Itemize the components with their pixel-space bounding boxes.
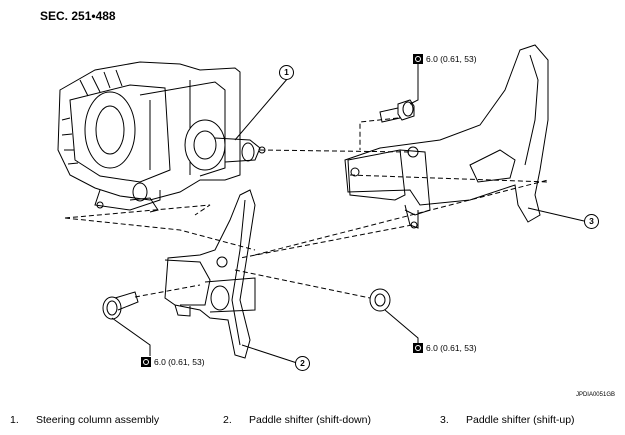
callout-1: 1	[279, 65, 294, 80]
section-title: SEC. 251•488	[40, 9, 116, 23]
callout-2: 2	[295, 356, 310, 371]
legend-item-3: 3. Paddle shifter (shift-up)	[440, 414, 575, 426]
bolt-bottom-left	[102, 291, 139, 320]
nut-bottom-right	[369, 288, 391, 312]
torque-wrench-icon	[413, 54, 423, 64]
legend-number: 2.	[223, 414, 232, 426]
torque-wrench-icon	[141, 357, 151, 367]
torque-spec-bottom-left: 6.0 (0.61, 53)	[141, 357, 205, 367]
torque-value-bottom-right: 6.0 (0.61, 53)	[426, 343, 477, 353]
legend-item-1: 1. Steering column assembly	[10, 414, 159, 426]
legend-number: 1.	[10, 414, 19, 426]
torque-value-bottom-left: 6.0 (0.61, 53)	[154, 357, 205, 367]
steering-column-assembly	[57, 61, 266, 213]
legend-label: Paddle shifter (shift-up)	[466, 414, 575, 426]
paddle-shifter-shift-up	[344, 44, 549, 229]
figure-code: JPDIA0051GB	[575, 392, 615, 398]
assembly-lines	[64, 117, 549, 299]
torque-wrench-icon	[413, 343, 423, 353]
callout-3: 3	[584, 214, 599, 229]
torque-spec-top: 6.0 (0.61, 53)	[413, 54, 477, 64]
legend-label: Steering column assembly	[36, 414, 160, 426]
paddle-shifter-shift-down	[164, 189, 256, 359]
leader-lines	[111, 60, 585, 364]
bolt-top	[379, 99, 415, 123]
legend-item-2: 2. Paddle shifter (shift-down)	[223, 414, 371, 426]
legend-label: Paddle shifter (shift-down)	[249, 414, 371, 426]
parts-legend: 1. Steering column assembly 2. Paddle shif…	[0, 414, 625, 430]
torque-value-top: 6.0 (0.61, 53)	[426, 54, 477, 64]
exploded-view-drawing	[57, 44, 585, 364]
torque-spec-bottom-right: 6.0 (0.61, 53)	[413, 343, 477, 353]
legend-number: 3.	[440, 414, 449, 426]
